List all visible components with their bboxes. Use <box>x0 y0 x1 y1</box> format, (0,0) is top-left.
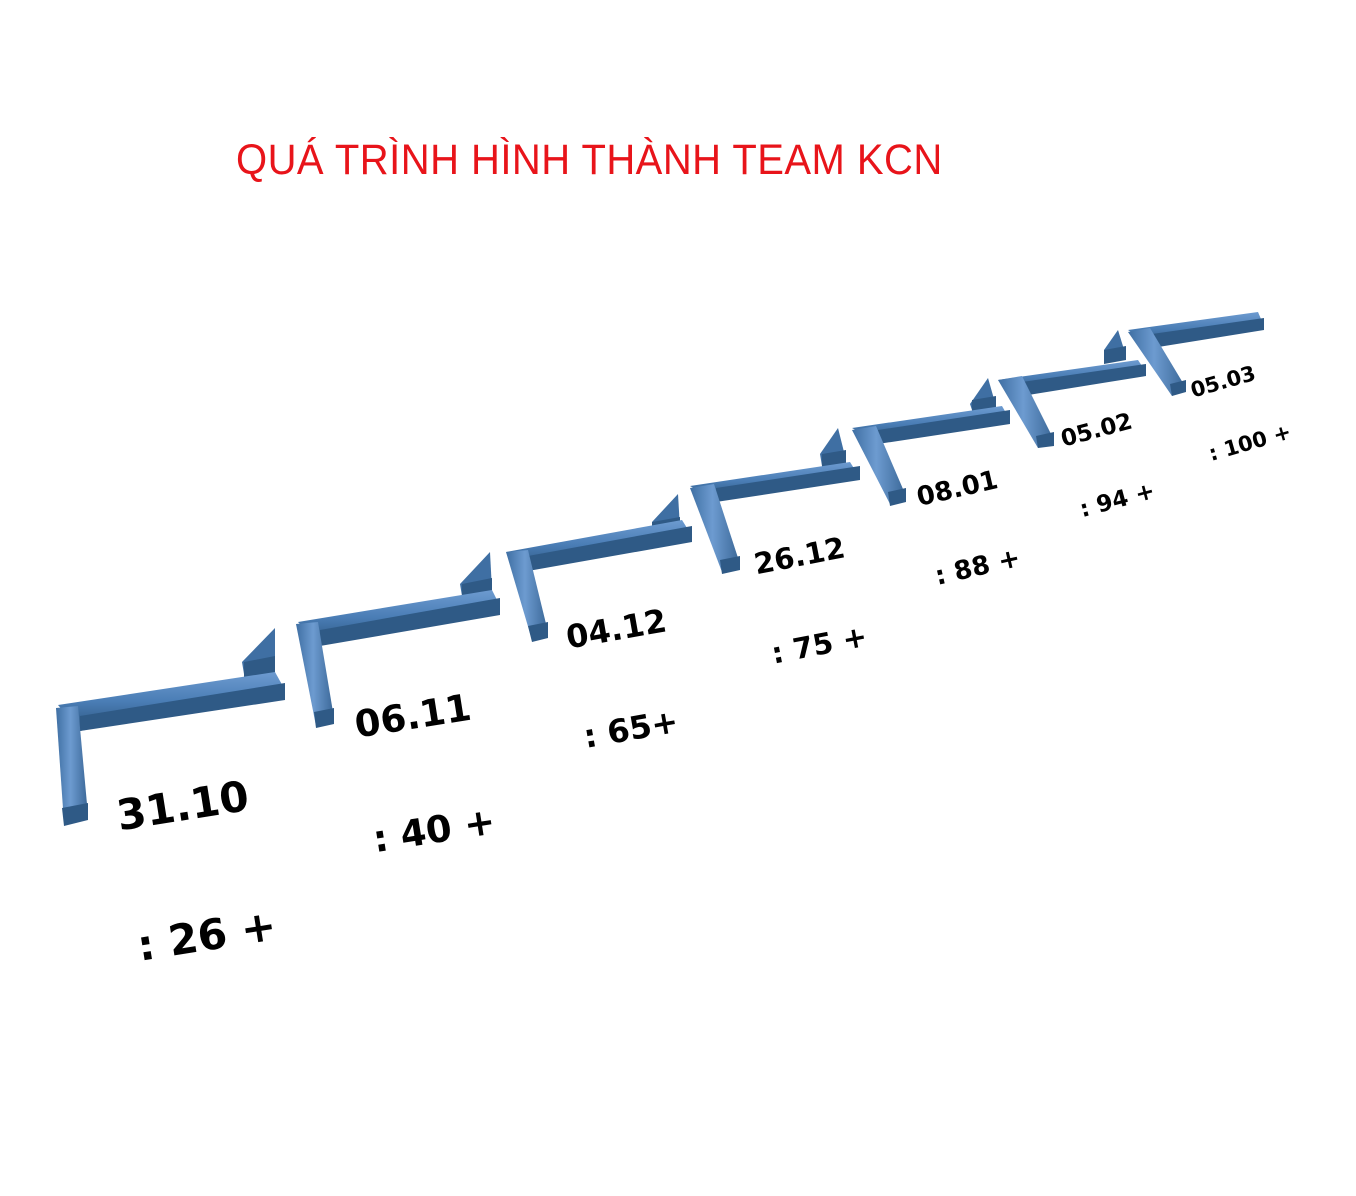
step-date: 05.03 <box>1187 361 1259 403</box>
step-date: 05.02 <box>1058 408 1136 453</box>
step-count: : 100 + <box>1206 419 1294 467</box>
timeline-step-7 <box>1128 312 1264 396</box>
step-count: : 40 + <box>369 799 499 862</box>
step-date: 26.12 <box>751 530 848 582</box>
step-count: : 75 + <box>768 619 870 671</box>
step-date: 31.10 <box>113 771 253 841</box>
timeline-step-5 <box>852 378 1010 506</box>
step-date: 08.01 <box>913 464 1001 513</box>
step-count: : 88 + <box>932 543 1024 593</box>
step-count: : 26 + <box>134 900 280 972</box>
step-date: 04.12 <box>563 601 670 657</box>
step-count: : 65+ <box>580 701 682 756</box>
timeline-step-2 <box>296 552 500 728</box>
timeline-step-3 <box>506 494 692 642</box>
diagram-title: QUÁ TRÌNH HÌNH THÀNH TEAM KCN <box>236 136 943 184</box>
timeline-step-6 <box>998 330 1146 448</box>
timeline-step-4 <box>690 428 860 574</box>
step-date: 06.11 <box>351 685 475 747</box>
step-count: : 94 + <box>1076 477 1158 523</box>
timeline-step-1 <box>56 628 285 826</box>
